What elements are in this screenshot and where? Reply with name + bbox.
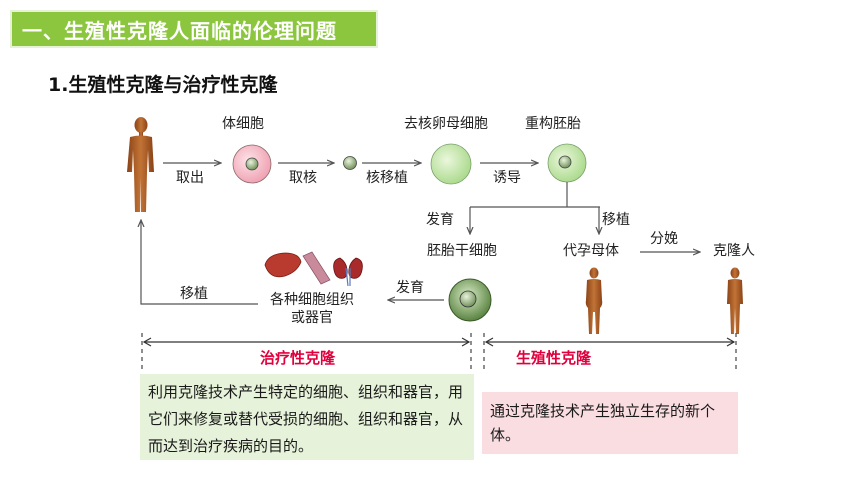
label-tissues-line2: 或器官: [291, 310, 333, 326]
label-delivery: 分娩: [650, 231, 678, 247]
label-develop-2: 发育: [396, 280, 424, 296]
stem-cell-colony-icon: [448, 278, 492, 322]
reproductive-cloning-label: 生殖性克隆: [516, 349, 592, 367]
label-enucleated-egg: 去核卵母细胞: [404, 116, 488, 132]
label-nuclear-transfer: 核移植: [366, 170, 408, 186]
therapeutic-note-text: 利用克隆技术产生特定的细胞、组织和器官，用它们来修复或替代受损的细胞、组织和器官…: [148, 383, 464, 455]
therapeutic-range-arrow: [142, 337, 471, 347]
clone-human-figure: [727, 267, 743, 334]
label-clone-human: 克隆人: [713, 243, 755, 259]
label-take-nucleus: 取核: [289, 170, 317, 186]
therapeutic-cloning-label: 治疗性克隆: [260, 349, 336, 367]
therapeutic-note-box: [140, 374, 474, 460]
page-subtitle: 1.生殖性克隆与治疗性克隆: [48, 74, 278, 96]
section-title-bar: [10, 10, 378, 48]
label-transplant-1: 移植: [602, 212, 630, 228]
organs-icon: [264, 251, 363, 287]
label-embryonic-stem-cell: 胚胎干细胞: [427, 243, 497, 259]
reconstructed-embryo-icon: [547, 143, 587, 183]
surrogate-mother-figure: [585, 267, 603, 334]
reproductive-range-arrow: [484, 337, 736, 347]
label-take-out: 取出: [176, 170, 204, 186]
label-transplant-2: 移植: [180, 286, 208, 302]
reproductive-note-text: 通过克隆技术产生独立生存的新个体。: [490, 402, 716, 444]
label-surrogate-mother: 代孕母体: [563, 243, 619, 259]
label-reconstructed-embryo: 重构胚胎: [525, 116, 581, 132]
enucleated-egg-icon: [430, 143, 472, 185]
arrow-transplant-back: [141, 220, 258, 305]
label-body-cell: 体细胞: [222, 116, 264, 132]
label-induce: 诱导: [493, 170, 521, 186]
donor-human-figure: [127, 117, 154, 212]
label-develop-1: 发育: [426, 212, 454, 228]
reproductive-note-box: [482, 392, 738, 454]
label-tissues-line1: 各种细胞组织: [270, 292, 354, 308]
body-cell-icon: [232, 144, 272, 184]
nucleus-icon: [343, 156, 357, 170]
section-title: 一、生殖性克隆人面临的伦理问题: [22, 19, 337, 43]
